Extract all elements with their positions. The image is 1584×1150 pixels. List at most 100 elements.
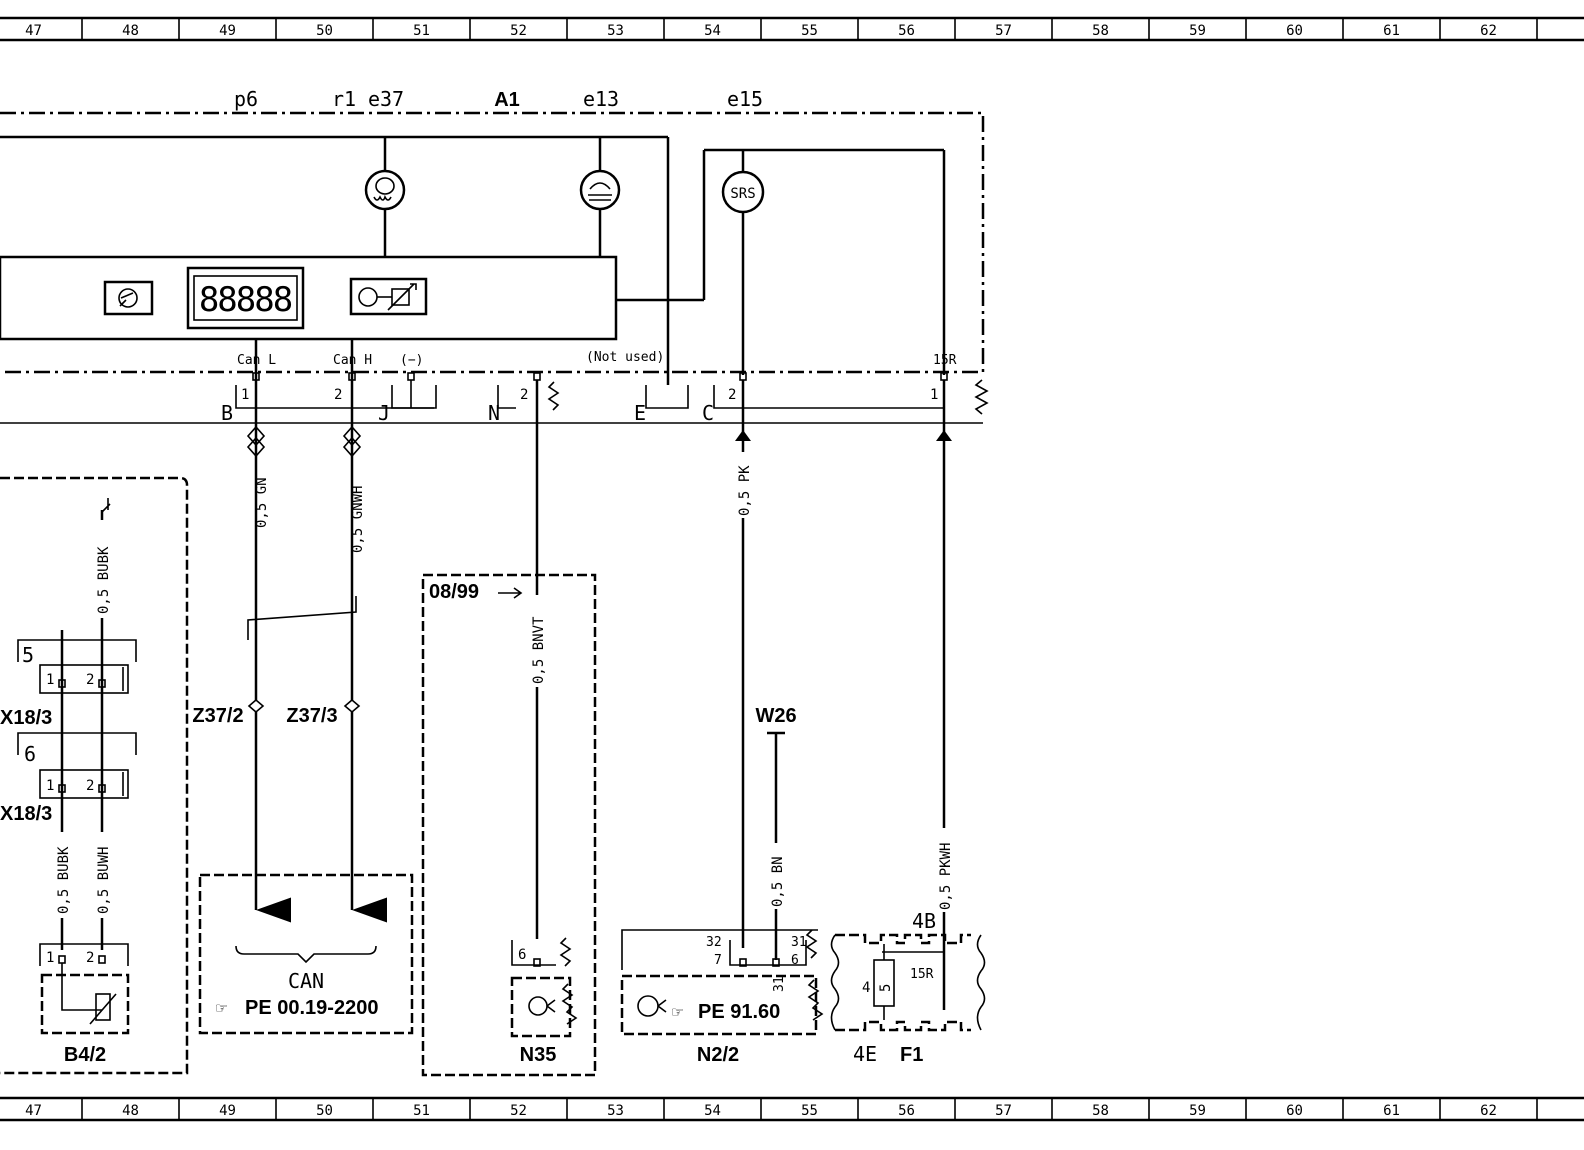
ruler-column-label: 53: [607, 1103, 624, 1119]
ruler-column-label: 61: [1383, 1103, 1400, 1119]
pin-minus-label: (−): [400, 353, 423, 368]
lamp-e13-label: e13: [583, 87, 619, 111]
can-h-wire: [342, 339, 387, 923]
ruler-column-label: 52: [510, 1103, 527, 1119]
can-label: CAN: [288, 969, 324, 993]
b4-2-sensor: 1 2 B4/2: [39, 943, 130, 1066]
ruler-column-label: 62: [1480, 23, 1497, 39]
ruler-column-label: 59: [1189, 1103, 1206, 1119]
warning-lamp-e13-icon: [579, 169, 621, 211]
pkwh-wire: [936, 380, 952, 1010]
left-area-boundary: [0, 476, 189, 1075]
pin-15r-label: 15R: [933, 353, 957, 368]
wire-pk-label: 0,5 PK: [737, 465, 753, 516]
connector-j-label: J: [378, 401, 390, 425]
ruler-column-label: 59: [1189, 23, 1206, 39]
wire-pkwh-label: 0,5 PKWH: [938, 843, 954, 910]
pin-not-used-label: (Not used): [586, 350, 664, 365]
x18b-pin-1-label: 1: [46, 778, 54, 794]
n2-pin-32-label: 32: [706, 935, 722, 950]
pin-stubs: [252, 372, 948, 408]
can-l-wire: [246, 339, 291, 923]
n2-pin-31b-label: 31: [772, 976, 787, 992]
x18-pin-6-label: 6: [24, 742, 36, 766]
b4-pin-2-label: 2: [86, 950, 94, 966]
srs-lamp-label: SRS: [730, 186, 755, 202]
wire-gn-label: 0,5 GN: [254, 477, 270, 528]
warning-lamp-e37-icon: [364, 169, 406, 211]
x18-3-connector-a: 5 1 2 X18/3: [0, 639, 137, 729]
odometer-digits: 88888: [199, 280, 292, 320]
pin-1-label: 1: [241, 387, 249, 403]
n35-pin-label: 6: [518, 947, 526, 963]
wire-bubk-label: 0,5 BUBK: [56, 846, 72, 914]
f1-4e-label: 4E: [853, 1042, 877, 1066]
ruler-column-label: 53: [607, 23, 624, 39]
wire-gnwh-label: 0,5 GNWH: [350, 486, 366, 553]
n35-option-box: 08/99: [421, 573, 597, 1077]
pointing-hand-icon: ☞: [216, 998, 227, 1019]
module-a1-boundary: A1: [0, 89, 985, 374]
wire-buwh-label: 0,5 BUWH: [96, 847, 112, 914]
ruler-column-label: 61: [1383, 23, 1400, 39]
x18b-pin-2-label: 2: [86, 778, 94, 794]
can-bus-box: CAN ☞ PE 00.19-2200: [198, 873, 414, 1035]
instrument-cluster-box: [0, 255, 618, 341]
ruler-column-label: 51: [413, 1103, 430, 1119]
pointing-hand-icon-n2: ☞: [672, 1002, 683, 1023]
ruler-column-label: 52: [510, 23, 527, 39]
pin-2-c-label: 2: [728, 387, 736, 403]
lamp-r1-label: r1: [332, 87, 356, 111]
ruler-column-label: 57: [995, 1103, 1012, 1119]
lamp-e15-label: e15: [727, 87, 763, 111]
pin-1-c-label: 1: [930, 387, 938, 403]
ruler-column-label: 50: [316, 1103, 333, 1119]
x18-3-connector-b: 6 1 2 X18/3: [0, 732, 137, 825]
x18a-pin-2-label: 2: [86, 672, 94, 688]
wire-bnvt-label: 0,5 BNVT: [531, 616, 547, 684]
n35-module: 6 N35: [510, 937, 578, 1066]
speedometer-icon: [103, 280, 154, 316]
ruler-column-label: 54: [704, 23, 721, 39]
can-ref-label: PE 00.19-2200: [245, 997, 378, 1019]
ruler-column-label: 57: [995, 23, 1012, 39]
n2-pin-7-label: 7: [714, 953, 722, 968]
z37-3-label: Z37/3: [286, 705, 337, 727]
lamp-p6-label: p6: [234, 87, 258, 111]
ruler-column-label: 48: [122, 1103, 139, 1119]
ruler-column-label: 58: [1092, 1103, 1109, 1119]
ruler-column-label: 55: [801, 1103, 818, 1119]
ruler-column-label: 48: [122, 23, 139, 39]
connector-e-label: E: [634, 401, 646, 425]
x18-3-label-a: X18/3: [0, 707, 52, 729]
ruler-column-label: 56: [898, 23, 915, 39]
b4-2-label: B4/2: [64, 1044, 106, 1066]
connector-c-label: C: [702, 401, 714, 425]
n2-2-module: 32 7 31 6 31 ☞ PE 91.60 N2/2: [620, 929, 824, 1066]
n35-label: N35: [520, 1044, 557, 1066]
n2-2-ref-label: PE 91.60: [698, 1001, 780, 1023]
n2-2-label: N2/2: [697, 1044, 739, 1066]
arrow-right-icon: [498, 587, 523, 599]
date-08-99-label: 08/99: [429, 581, 479, 603]
f1-pin-5-label: 5: [878, 984, 894, 992]
ruler-column-label: 51: [413, 23, 430, 39]
ruler-column-label: 47: [25, 23, 42, 39]
ruler-column-label: 49: [219, 1103, 236, 1119]
twisted-pair-marker: [247, 596, 357, 640]
ruler-column-label: 55: [801, 23, 818, 39]
ruler-column-label: 62: [1480, 1103, 1497, 1119]
n2-pin-31a-label: 31: [791, 935, 807, 950]
ruler-column-label: 47: [25, 1103, 42, 1119]
wire-bn-label: 0,5 BN: [770, 856, 786, 907]
connector-b-label: B: [221, 401, 233, 425]
n2-pin-6-label: 6: [791, 953, 799, 968]
ruler-column-label: 54: [704, 1103, 721, 1119]
odometer-display: 88888: [186, 266, 305, 330]
b4-pin-1-label: 1: [46, 950, 54, 966]
f1-pin-4-label: 4: [862, 980, 870, 996]
lamp-e37-label: e37: [368, 87, 404, 111]
